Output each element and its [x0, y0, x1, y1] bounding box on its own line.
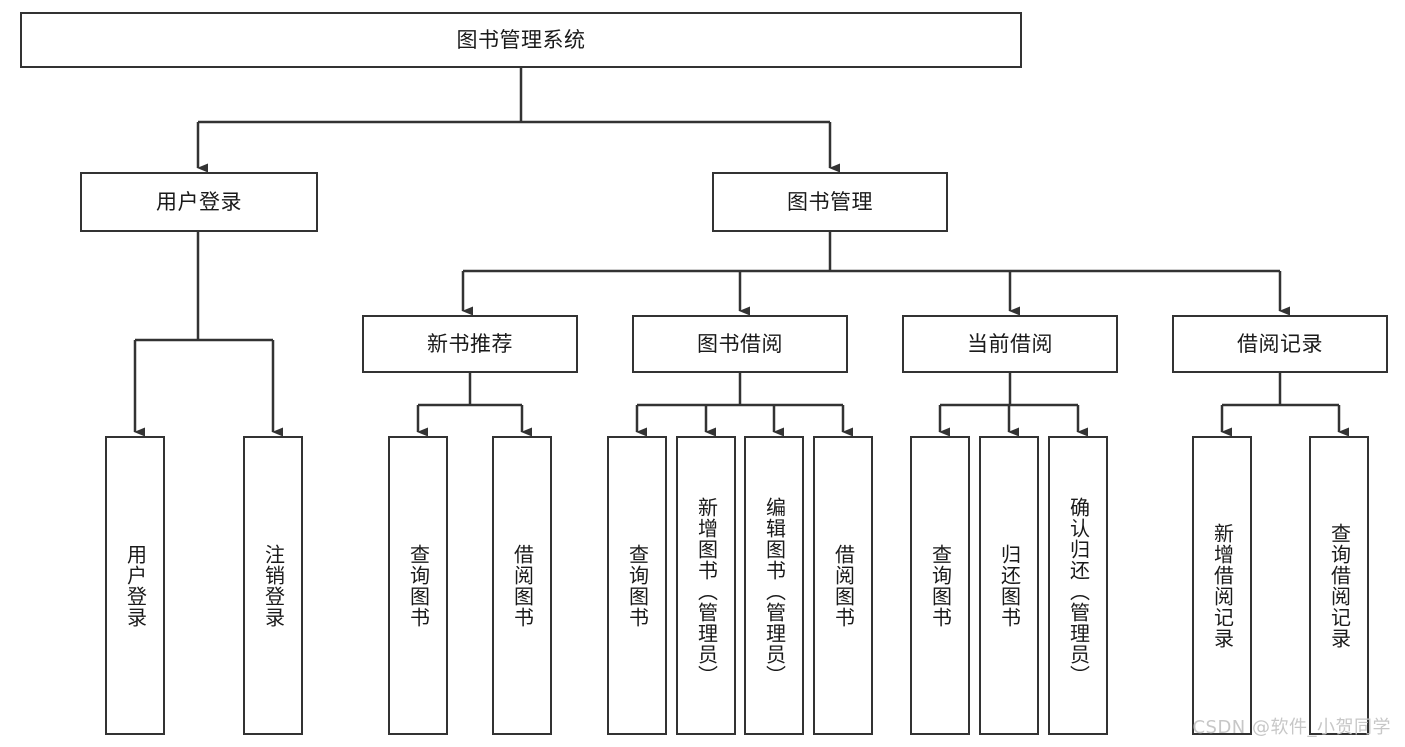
- node-leaf-label: 查询图书: [625, 543, 650, 628]
- node-borrow-record-label: 借阅记录: [1237, 331, 1323, 356]
- node-current-borrow-label: 当前借阅: [967, 331, 1053, 356]
- node-leaf-label: 新增借阅记录: [1210, 522, 1235, 649]
- node-leaf-current-return[interactable]: 归还图书: [979, 436, 1039, 735]
- node-new-book-label: 新书推荐: [427, 331, 513, 356]
- csdn-watermark: CSDN @软件_小贺同学: [1192, 717, 1391, 738]
- node-leaf-current-query[interactable]: 查询图书: [910, 436, 970, 735]
- node-leaf-user-login-signin[interactable]: 用户登录: [105, 436, 165, 735]
- node-leaf-user-login-signout[interactable]: 注销登录: [243, 436, 303, 735]
- node-leaf-label: 归还图书: [997, 543, 1022, 628]
- node-leaf-label: 用户登录: [123, 543, 148, 628]
- node-leaf-label: 注销登录: [261, 543, 286, 628]
- node-leaf-label: 编辑图书（管理员）: [762, 497, 787, 686]
- node-leaf-borrow-borrow[interactable]: 借阅图书: [813, 436, 873, 735]
- node-borrow-record[interactable]: 借阅记录: [1172, 315, 1388, 373]
- node-leaf-new-book-query[interactable]: 查询图书: [388, 436, 448, 735]
- node-leaf-new-book-borrow[interactable]: 借阅图书: [492, 436, 552, 735]
- node-new-book[interactable]: 新书推荐: [362, 315, 578, 373]
- node-leaf-record-add[interactable]: 新增借阅记录: [1192, 436, 1252, 735]
- node-book-borrow-label: 图书借阅: [697, 331, 783, 356]
- node-leaf-borrow-add[interactable]: 新增图书（管理员）: [676, 436, 736, 735]
- node-current-borrow[interactable]: 当前借阅: [902, 315, 1118, 373]
- node-root[interactable]: 图书管理系统: [20, 12, 1022, 68]
- node-leaf-borrow-edit[interactable]: 编辑图书（管理员）: [744, 436, 804, 735]
- node-book-borrow[interactable]: 图书借阅: [632, 315, 848, 373]
- node-leaf-label: 新增图书（管理员）: [694, 497, 719, 686]
- node-leaf-borrow-query[interactable]: 查询图书: [607, 436, 667, 735]
- node-leaf-current-confirm[interactable]: 确认归还（管理员）: [1048, 436, 1108, 735]
- node-root-label: 图书管理系统: [456, 27, 586, 52]
- node-leaf-label: 确认归还（管理员）: [1066, 497, 1091, 686]
- node-leaf-label: 查询图书: [928, 543, 953, 628]
- node-leaf-label: 借阅图书: [831, 543, 856, 628]
- node-book-manage[interactable]: 图书管理: [712, 172, 948, 232]
- node-user-login-label: 用户登录: [156, 189, 242, 214]
- node-leaf-label: 查询图书: [406, 543, 431, 628]
- node-user-login[interactable]: 用户登录: [80, 172, 318, 232]
- node-book-manage-label: 图书管理: [787, 189, 873, 214]
- node-leaf-label: 查询借阅记录: [1327, 522, 1352, 649]
- node-leaf-record-query[interactable]: 查询借阅记录: [1309, 436, 1369, 735]
- node-leaf-label: 借阅图书: [510, 543, 535, 628]
